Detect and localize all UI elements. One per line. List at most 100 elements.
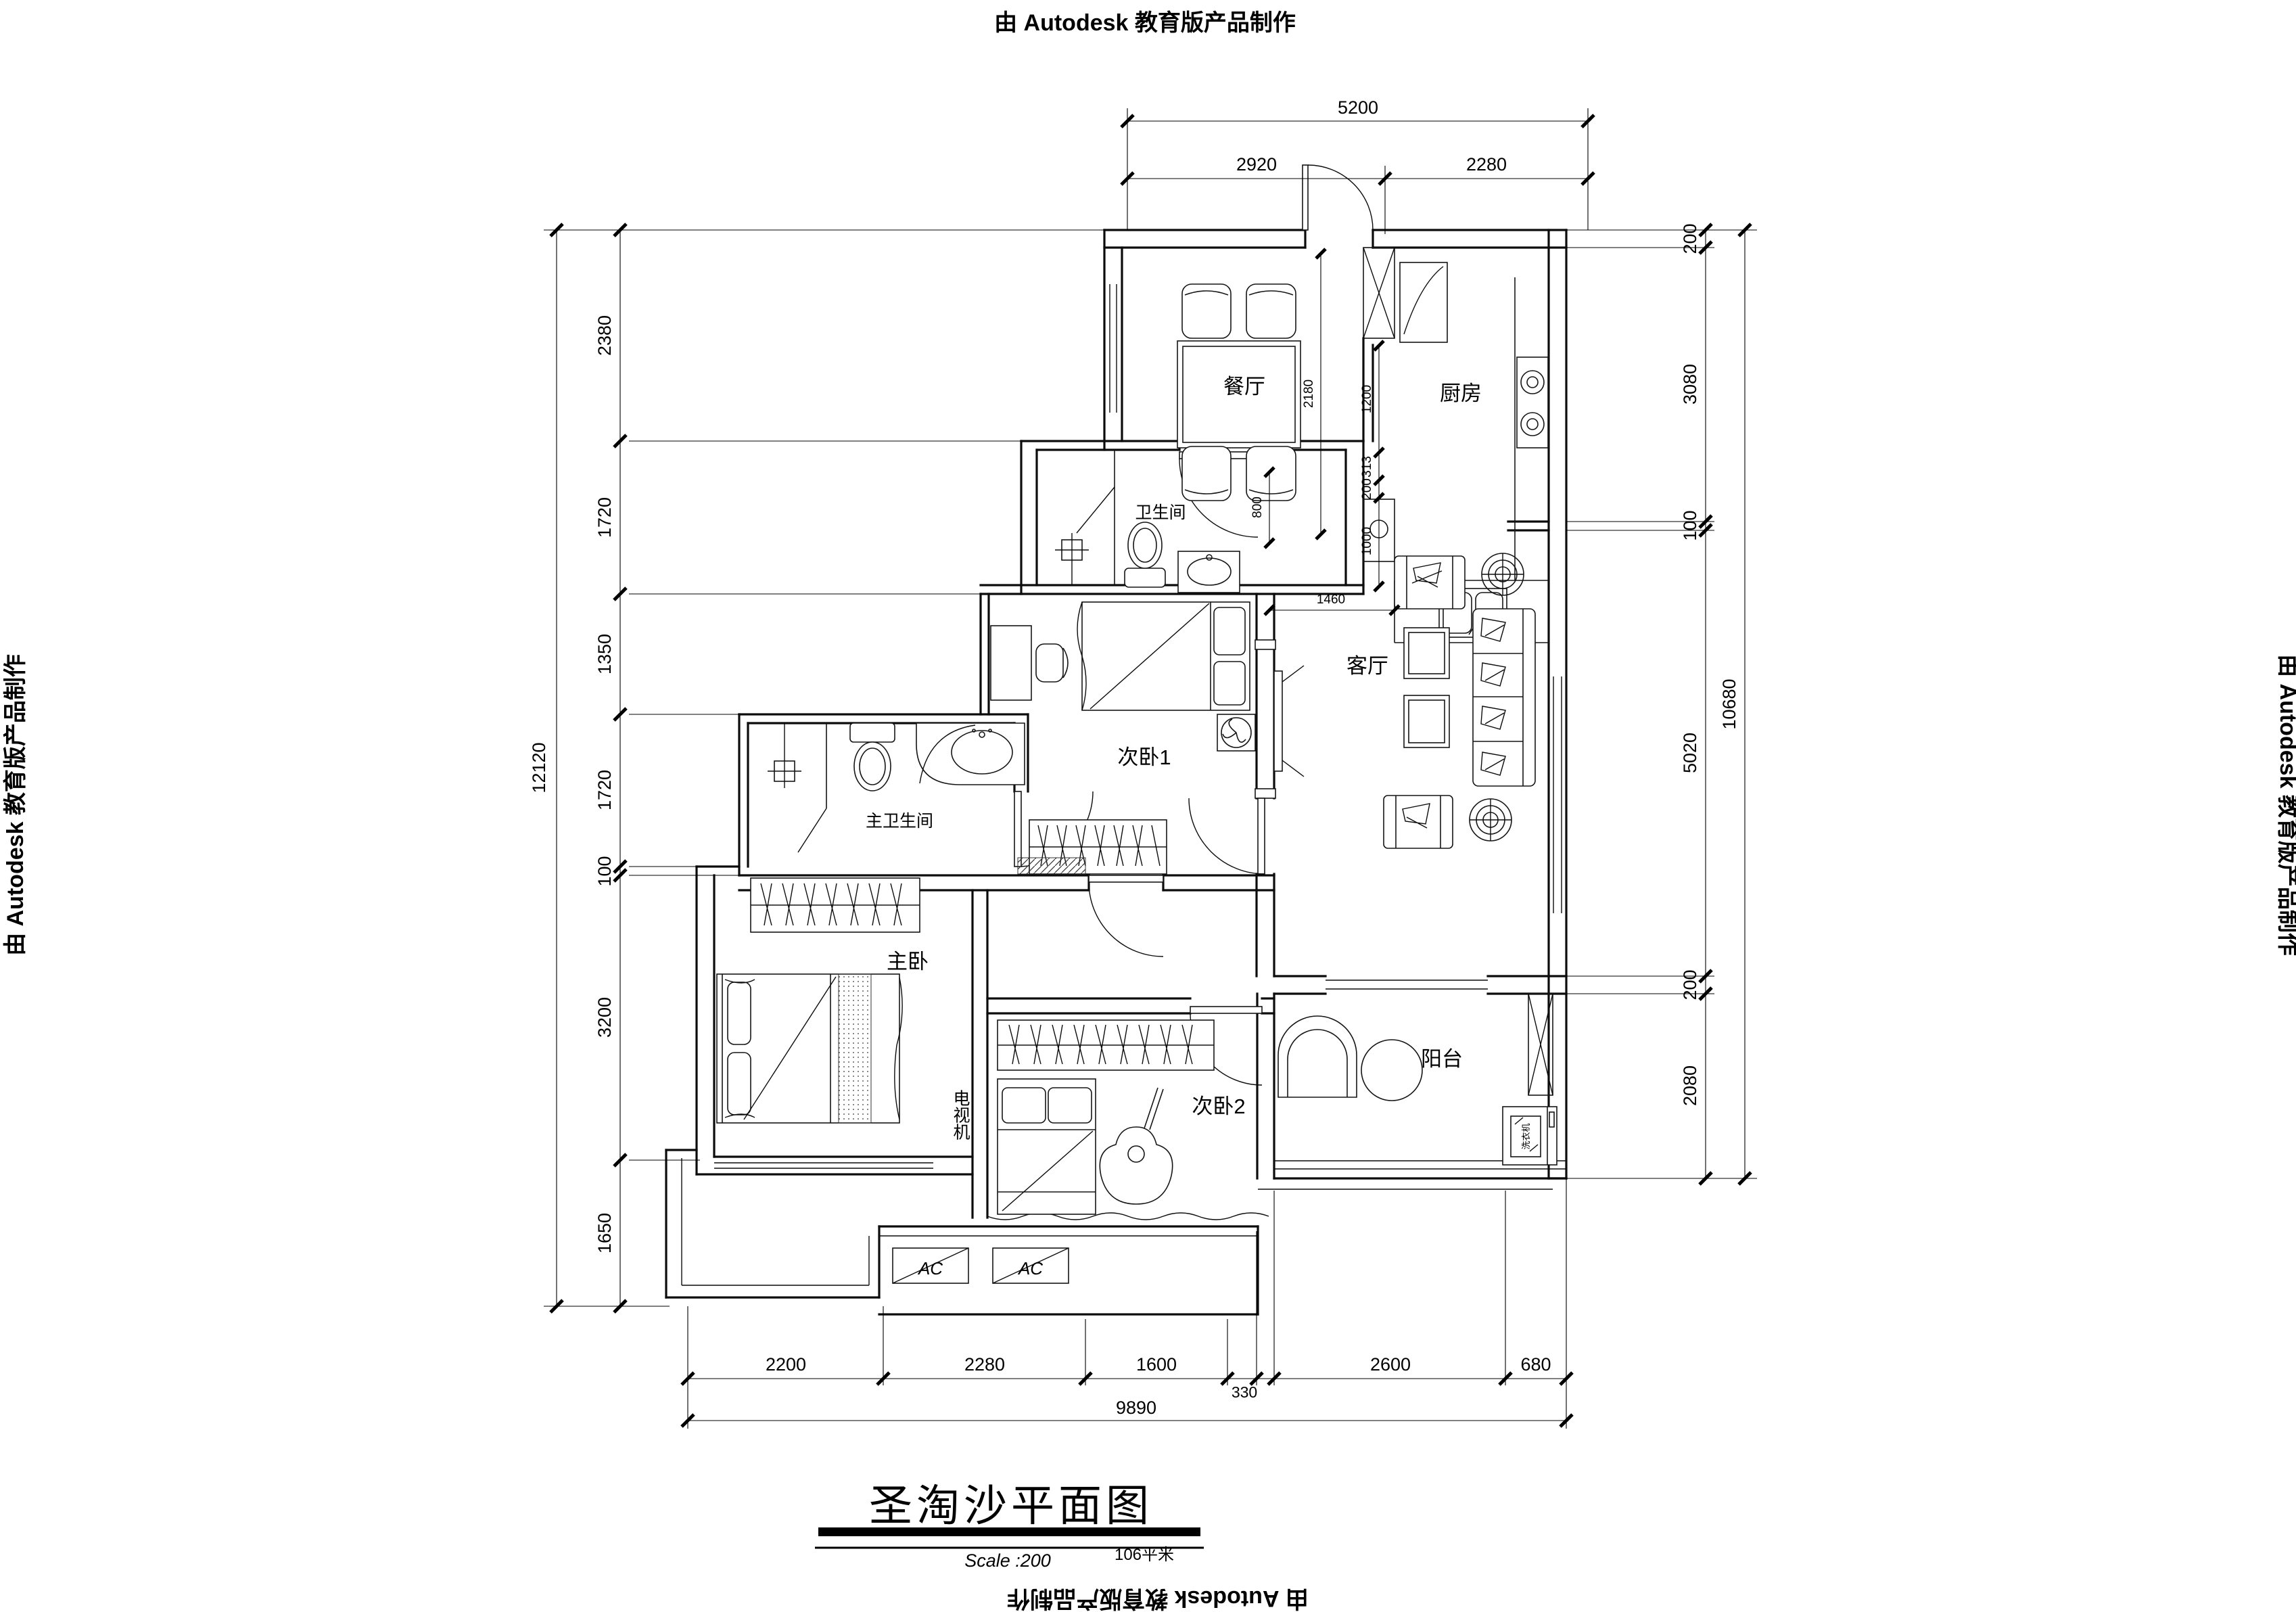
dim-right-seg: 5020	[1680, 733, 1700, 773]
ac-unit-icon	[992, 1247, 1069, 1284]
dim-top-seg: 2920	[1236, 154, 1277, 175]
dim-right-seg: 3080	[1680, 364, 1700, 405]
room-label-master: 主卧	[887, 950, 929, 973]
dims-interior: 2180 1200 313 200 1000 1460 800	[1250, 249, 1399, 615]
walls	[665, 229, 1568, 1316]
dim-chain-right: 200 3080 100 5020 200 2080 10680	[1566, 223, 1757, 1184]
plant-icon	[1481, 553, 1524, 596]
dim-interior: 2180	[1302, 379, 1316, 408]
dim-left-total: 12120	[529, 742, 549, 793]
desk-icon	[990, 625, 1032, 701]
ac-unit-icon	[892, 1247, 969, 1284]
dim-left-seg: 1350	[594, 634, 615, 674]
dim-bottom-seg: 680	[1520, 1354, 1551, 1375]
dim-right-seg: 200	[1680, 223, 1700, 254]
dim-left-seg: 1720	[594, 497, 615, 538]
bedroom2-door-leaf	[1190, 1006, 1263, 1014]
bedroom1-furniture	[990, 601, 1305, 875]
plant-icon	[1469, 798, 1512, 842]
dim-chain-bottom: 2200 2280 1600 330 2600 680 9890	[682, 1178, 1572, 1429]
bathroom-fittings	[1055, 450, 1240, 593]
master-toilet-icon	[849, 722, 895, 743]
ac-units: AC AC	[892, 1247, 1069, 1284]
armchair-icon	[1383, 795, 1453, 849]
dim-left-seg: 100	[594, 856, 615, 886]
title-block: 圣淘沙平面图 Scale :200 106平米	[815, 1482, 1204, 1571]
master-washbasin-icon	[951, 730, 1013, 775]
dim-bottom-total: 9890	[1116, 1398, 1156, 1418]
lounge-chair-icon	[1278, 1015, 1357, 1098]
dim-left-seg: 1720	[594, 770, 615, 810]
dim-top-seg: 2280	[1466, 154, 1507, 175]
bed-icon	[1081, 601, 1250, 711]
master-bed-icon	[716, 973, 900, 1124]
watermark-top: 由 Autodesk 教育版产品制作	[994, 10, 1296, 36]
drawing-title: 圣淘沙平面图	[869, 1482, 1153, 1530]
dim-right-seg: 100	[1680, 510, 1700, 540]
dim-chain-top: 5200 2920 2280	[1121, 97, 1594, 234]
stove-icon	[1516, 356, 1549, 448]
dim-top-total: 5200	[1338, 97, 1378, 118]
master-bedroom-furniture	[716, 877, 920, 1124]
balcony-furniture: 洗衣机	[1278, 1015, 1557, 1166]
dim-chain-left: 12120 2380 1720 1350 1720 100 3200 1650	[529, 224, 1104, 1312]
dim-interior: 800	[1250, 497, 1265, 518]
washer-label: 洗衣机	[1521, 1123, 1531, 1149]
bedroom2-bed-icon	[997, 1078, 1096, 1215]
fan-icon	[1221, 717, 1252, 748]
side-table-icon	[1403, 695, 1450, 748]
dim-left-seg: 3200	[594, 997, 615, 1038]
room-label-kitchen: 厨房	[1440, 382, 1482, 405]
dim-right-total: 10680	[1719, 678, 1739, 729]
watermark-bottom: 由 Autodesk 教育版产品制作	[1007, 1586, 1309, 1611]
master-door-leaf	[1088, 875, 1164, 883]
dim-right-seg: 2080	[1680, 1065, 1700, 1106]
room-labels: 餐厅 厨房 卫生间 次卧1 客厅 主卫生间 主卧 电视机 次卧2 阳台	[866, 375, 1482, 1141]
room-label-dining: 餐厅	[1223, 375, 1265, 398]
dim-bottom-seg: 330	[1232, 1383, 1257, 1401]
room-label-living: 客厅	[1346, 654, 1388, 678]
dim-left-seg: 2380	[594, 315, 615, 356]
room-label-bedroom2: 次卧2	[1192, 1095, 1245, 1118]
dining-table-set	[1177, 283, 1301, 501]
dim-bottom-seg: 2280	[964, 1354, 1005, 1375]
tv-icon	[1273, 670, 1283, 772]
bedroom1-door-leaf	[1257, 798, 1265, 875]
ac-label: AC	[917, 1258, 943, 1279]
dim-interior: 1000	[1360, 527, 1374, 555]
bedroom2-furniture	[997, 1019, 1215, 1215]
watermark-left: 由 Autodesk 教育版产品制作	[3, 654, 28, 956]
dim-bottom-seg: 1600	[1136, 1354, 1177, 1375]
dim-bottom-seg: 2200	[766, 1354, 806, 1375]
drawing-scale: Scale :200	[964, 1550, 1051, 1571]
watermark-group: 由 Autodesk 教育版产品制作 由 Autodesk 教育版产品制作 由 …	[3, 10, 2296, 1611]
guitar-icon	[1099, 1087, 1173, 1205]
balcony-table-icon	[1361, 1039, 1423, 1101]
room-label-bedroom1: 次卧1	[1117, 745, 1171, 769]
room-label-master-bath: 主卫生间	[866, 812, 933, 831]
ac-label: AC	[1017, 1258, 1043, 1279]
dim-interior: 200	[1360, 478, 1374, 500]
living-room-furniture	[1383, 553, 1536, 849]
dim-left-seg: 1650	[594, 1213, 615, 1253]
master-bath-fittings	[768, 722, 1025, 853]
drawing-area: 106平米	[1115, 1546, 1174, 1564]
room-label-tv: 电视机	[951, 1090, 970, 1141]
room-label-balcony: 阳台	[1421, 1047, 1463, 1071]
toilet-icon	[1124, 568, 1166, 588]
entry-door-leaf	[1302, 164, 1309, 231]
master-basin-counter	[916, 722, 1025, 785]
title-underline-thick	[818, 1527, 1200, 1536]
chair-icon	[1035, 643, 1064, 683]
dim-interior: 1200	[1360, 385, 1374, 413]
master-bath-door-leaf	[1014, 791, 1022, 867]
room-label-bath: 卫生间	[1135, 503, 1186, 522]
washbasin-icon	[1187, 557, 1232, 586]
washing-machine-icon: 洗衣机	[1502, 1106, 1557, 1166]
dim-interior: 1460	[1317, 593, 1345, 607]
dim-right-seg: 200	[1680, 969, 1700, 1000]
side-table-icon	[1403, 627, 1450, 679]
dim-interior: 313	[1360, 456, 1374, 478]
